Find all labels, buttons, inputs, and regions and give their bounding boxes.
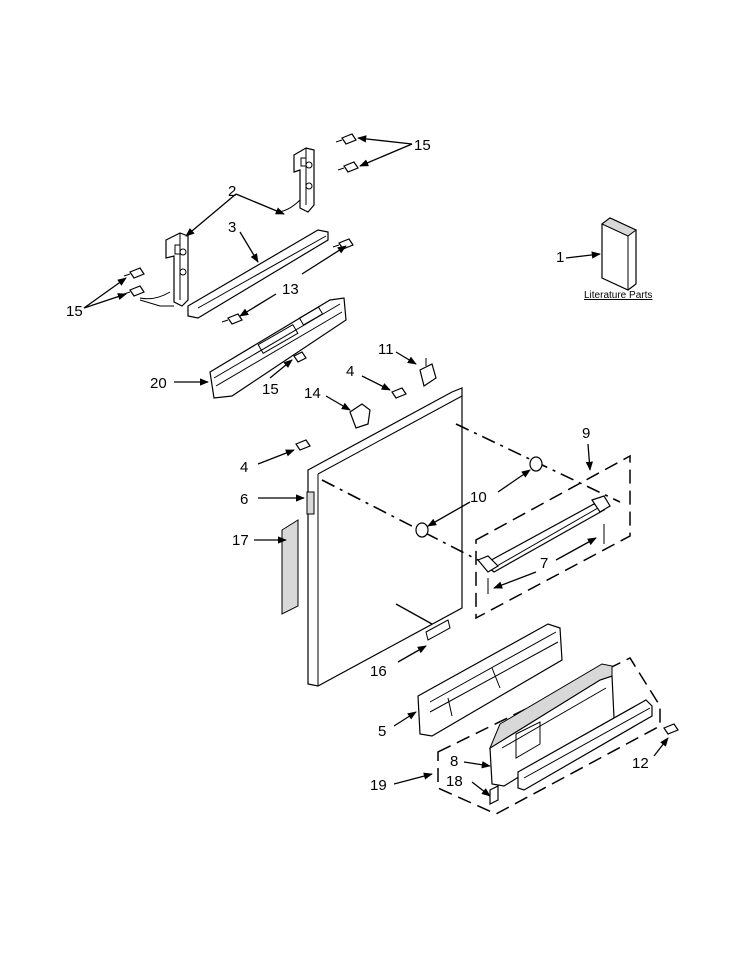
callout-4-upper: 4	[346, 363, 354, 380]
callout-10: 10	[470, 489, 487, 506]
callout-17: 17	[232, 532, 249, 549]
right-mounting-bracket	[275, 147, 315, 213]
literature-booklet	[601, 217, 637, 291]
callout-3: 3	[228, 219, 236, 236]
screw-4-upper	[391, 387, 407, 399]
toe-panel-bracket-5	[417, 623, 563, 737]
door-gasket	[281, 519, 299, 615]
clip-18	[489, 785, 499, 805]
handle-bar	[477, 495, 611, 594]
callout-15-mid: 15	[262, 381, 279, 398]
callout-16: 16	[370, 663, 387, 680]
kick-plate-rail	[517, 699, 653, 791]
small-screw-15	[293, 351, 307, 363]
callout-20: 20	[150, 375, 167, 392]
screw-4-lower	[295, 439, 311, 451]
callout-8: 8	[450, 753, 458, 770]
callout-numbers: 15 2 3 1 13 15 11 4 20 15 14 9 4 10 6 17…	[66, 137, 649, 794]
callout-4-lower: 4	[240, 459, 248, 476]
screw-12	[663, 723, 679, 735]
literature-parts-label: Literature Parts	[584, 290, 652, 301]
spacer-10	[415, 456, 543, 538]
callout-12: 12	[632, 755, 649, 772]
leader-lines	[83, 135, 669, 797]
handle-group-outline	[475, 454, 631, 620]
callout-19: 19	[370, 777, 387, 794]
callout-2: 2	[228, 183, 236, 200]
callout-14: 14	[304, 385, 321, 402]
callout-18: 18	[446, 773, 463, 790]
dashline-lower	[321, 479, 479, 561]
toe-kick-panel-8	[488, 663, 615, 787]
callout-5: 5	[378, 723, 386, 740]
toe-kick-outline	[437, 657, 661, 815]
bumper-14	[349, 403, 371, 429]
door-panel	[306, 387, 463, 687]
callout-15-left: 15	[66, 303, 83, 320]
callout-7: 7	[540, 555, 548, 572]
callout-13: 13	[282, 281, 299, 298]
clip-11	[419, 358, 437, 387]
screws-top	[123, 133, 359, 325]
callout-6: 6	[240, 491, 248, 508]
left-mounting-bracket	[139, 232, 189, 307]
callout-1: 1	[556, 249, 564, 266]
support-rail	[187, 229, 329, 319]
callout-11: 11	[378, 341, 394, 358]
callout-9: 9	[582, 425, 590, 442]
callout-15-top: 15	[414, 137, 431, 154]
control-module	[209, 297, 347, 399]
